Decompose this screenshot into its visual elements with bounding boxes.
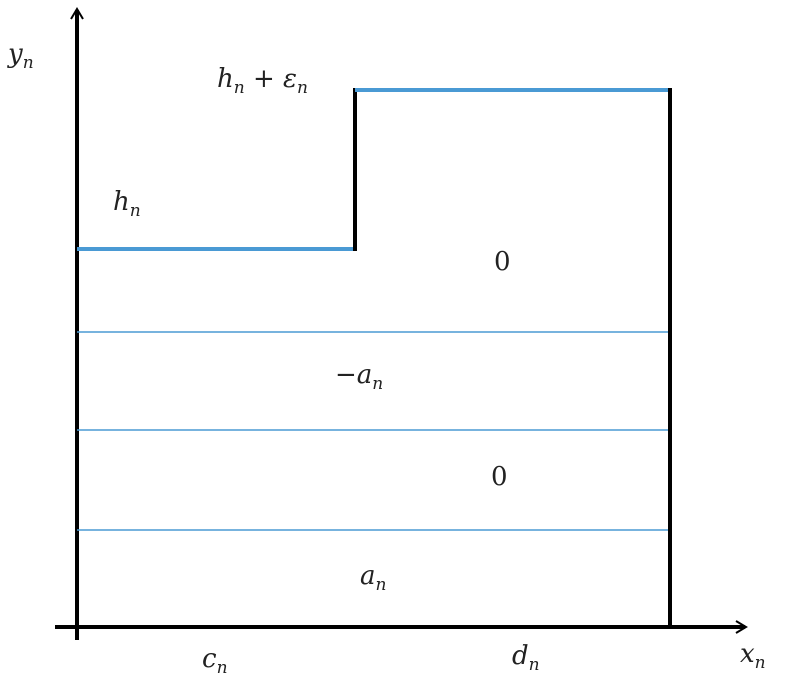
region-mid-value: 0 xyxy=(491,462,508,492)
label-h-plus-eps: hn + εn xyxy=(217,64,308,98)
y-axis-label: yn xyxy=(7,39,34,73)
label-c: cn xyxy=(202,644,228,678)
label-d: dn xyxy=(512,641,540,675)
region-bottom-value: an xyxy=(360,561,386,595)
x-axis-label: xn xyxy=(740,639,766,673)
region-neg-value: −an xyxy=(335,360,383,394)
label-h: hn xyxy=(113,187,141,221)
region-top-value: 0 xyxy=(494,247,511,277)
